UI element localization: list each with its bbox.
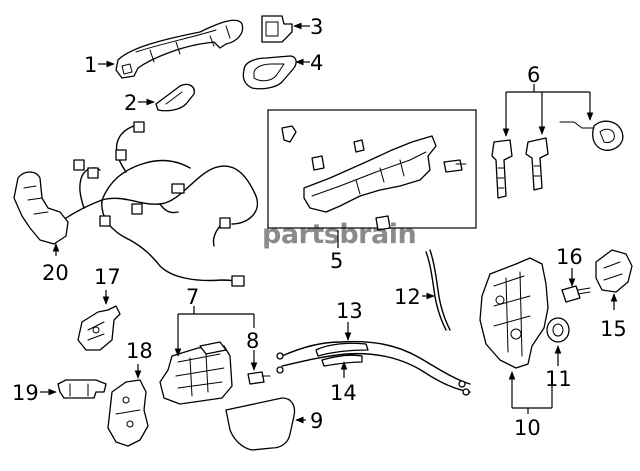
- lock-rod-part-12[interactable]: [425, 249, 451, 331]
- callout-2: 2: [124, 91, 137, 115]
- cable-assembly-parts-13-14[interactable]: [276, 340, 471, 396]
- callout-7: 7: [186, 285, 199, 309]
- callout-16: 16: [556, 245, 583, 269]
- callout-11: 11: [545, 367, 572, 391]
- callout-13: 13: [336, 299, 363, 323]
- callout-12: 12: [394, 285, 421, 309]
- callout-20: 20: [42, 261, 69, 285]
- washer-part-11[interactable]: [546, 317, 570, 343]
- watermark-logo: partsbrain: [262, 219, 416, 250]
- link-part-19[interactable]: [57, 379, 107, 399]
- callout-19: 19: [12, 381, 39, 405]
- gasket-part-4[interactable]: [242, 55, 297, 90]
- bracket-part-17[interactable]: [77, 305, 121, 351]
- callout-15: 15: [600, 317, 627, 341]
- callout-3: 3: [310, 15, 323, 39]
- fastener-part-8[interactable]: [247, 371, 271, 385]
- lock-plate-part-18[interactable]: [107, 379, 149, 447]
- door-lock-assembly-part-10[interactable]: [479, 257, 549, 369]
- callout-1: 1: [84, 53, 97, 77]
- callout-5: 5: [330, 249, 343, 273]
- wire-harness-part-20[interactable]: [13, 121, 259, 287]
- leader-lines: [40, 22, 618, 424]
- lock-actuator-part-7[interactable]: [159, 341, 233, 405]
- striker-part-15[interactable]: [595, 249, 633, 293]
- callout-9: 9: [310, 409, 323, 433]
- handle-cap-part-2[interactable]: [155, 83, 195, 112]
- callout-14: 14: [330, 381, 357, 405]
- outside-handle-part-1[interactable]: [115, 19, 244, 79]
- callout-labels: 1 2 3 4 5 6 7 8 9 10 11 12 13 14 15 16 1…: [12, 15, 627, 440]
- handle-frame-assembly-part-5[interactable]: [267, 109, 477, 231]
- callout-6: 6: [527, 63, 540, 87]
- key-cylinder-set-part-6[interactable]: [491, 120, 624, 199]
- bracket-part-3[interactable]: [261, 15, 293, 43]
- callout-8: 8: [246, 329, 259, 353]
- cover-pad-part-9[interactable]: [225, 397, 296, 451]
- callout-10: 10: [514, 416, 541, 440]
- screw-part-16[interactable]: [561, 285, 591, 303]
- callout-18: 18: [126, 339, 153, 363]
- callout-17: 17: [94, 265, 121, 289]
- callout-4: 4: [310, 51, 323, 75]
